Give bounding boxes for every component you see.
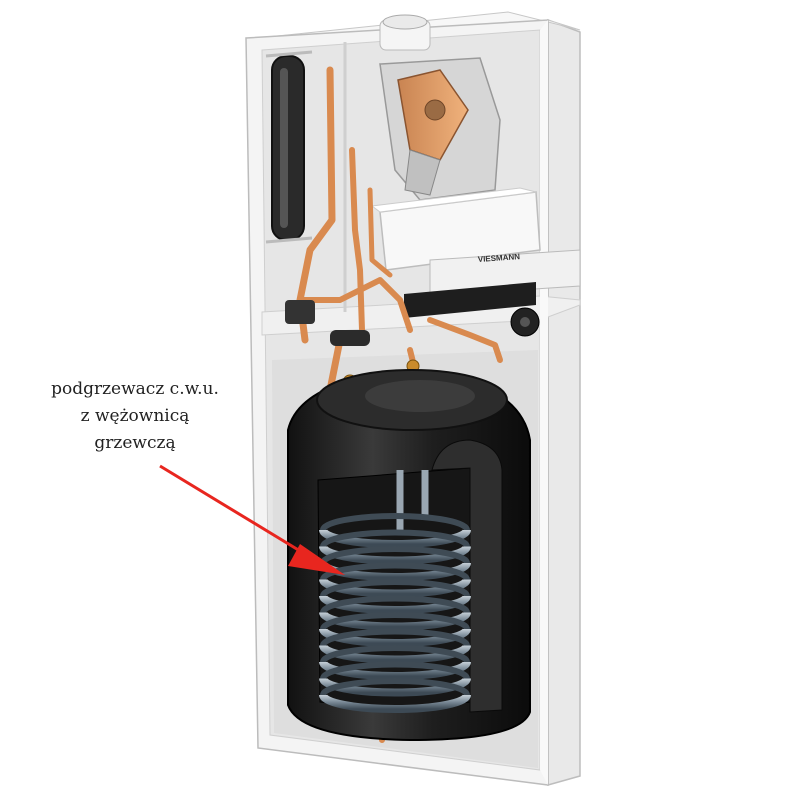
tank-insulation: [431, 439, 503, 713]
fan-hub: [424, 99, 446, 121]
coil-turn-back: [320, 579, 470, 597]
three-way-valve: [285, 300, 315, 324]
casing-side-panel: [547, 18, 581, 786]
arrow-head: [288, 544, 345, 575]
expansion-vessel: [265, 50, 313, 244]
coil-turn-back: [320, 562, 470, 581]
annotation-line-3: grzewczą: [94, 433, 176, 453]
heating-coil: [319, 513, 471, 713]
pipe-cross: [297, 277, 413, 333]
vessel-highlight: [280, 68, 288, 228]
coil-turn: [319, 545, 471, 565]
coil-turn-back: [320, 546, 470, 564]
coil-turn-back: [320, 645, 470, 663]
coil-turn-back: [320, 513, 470, 531]
coil-turn-back: [320, 612, 470, 630]
pipe-right: [427, 317, 503, 363]
coil-turn: [319, 627, 471, 647]
mixer-block: [330, 330, 370, 346]
coil-turn: [319, 578, 471, 598]
coil-turn-back: [320, 661, 470, 680]
coil-turn: [319, 611, 471, 631]
annotation-label: podgrzewacz c.w.u. z wężownicą grzewczą: [20, 376, 250, 457]
arrow-shaft: [159, 464, 306, 556]
brand-logo: VIESMANN: [478, 252, 521, 264]
vessel-bracket-bottom: [265, 236, 313, 244]
flue-outlet: [382, 14, 428, 30]
burner-assembly: [379, 14, 501, 201]
vessel-bracket-top: [265, 50, 313, 58]
control-display-bar: [404, 282, 536, 318]
coil-turn: [319, 528, 471, 548]
annotation-line-2: z wężownicą: [80, 406, 190, 426]
coil-turn: [319, 660, 471, 680]
coil-turn-back: [320, 678, 470, 696]
coil-turn: [319, 594, 471, 614]
coil-turn: [319, 677, 471, 697]
fan-duct: [404, 149, 441, 196]
coil-turn: [319, 693, 471, 713]
annotation-line-1: podgrzewacz c.w.u.: [51, 379, 219, 399]
pipe-return-left: [349, 147, 365, 333]
tank-lid-plate: [365, 380, 475, 412]
controller-panel: [429, 249, 581, 297]
pump-hub: [520, 317, 530, 327]
pipe-upper: [367, 187, 393, 278]
control-unit: VIESMANN: [370, 187, 581, 337]
coil-turn-back: [320, 529, 470, 548]
coil-turn-back: [320, 595, 470, 614]
coil-turn-back: [320, 628, 470, 647]
casing-front-edge: [540, 20, 548, 785]
controller-top: [370, 187, 537, 213]
pointer-arrow: [159, 464, 345, 575]
coil-turn: [319, 644, 471, 664]
